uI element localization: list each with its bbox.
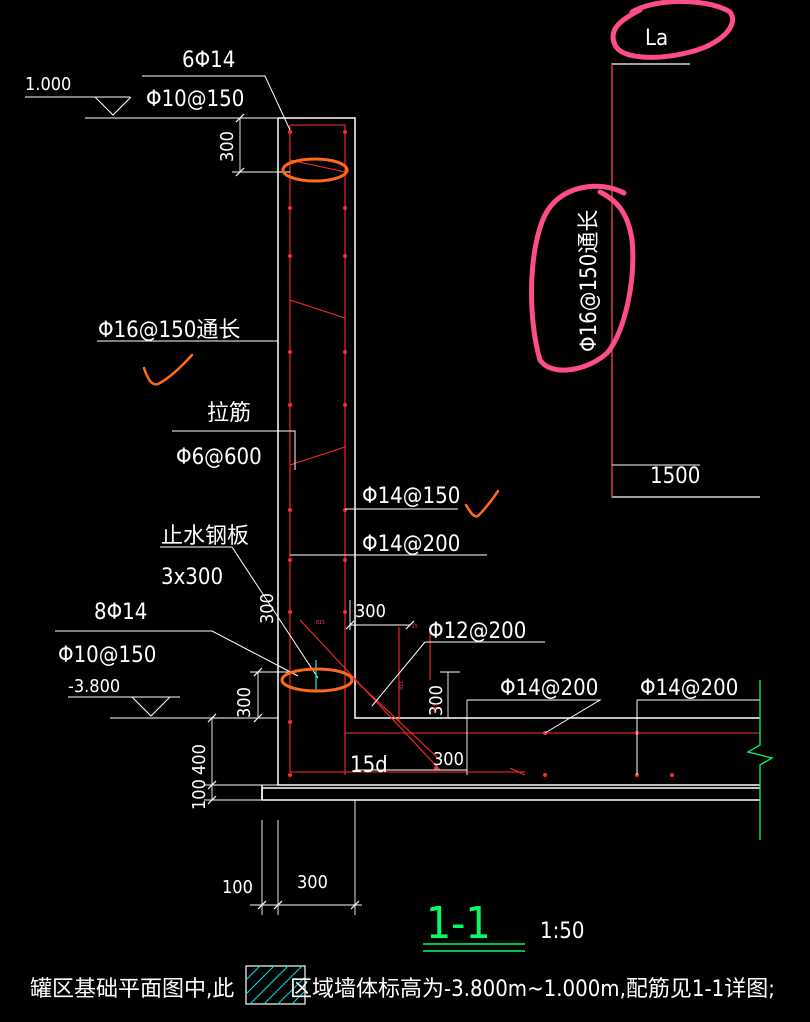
label-dim-300-haunch: 300 [355,601,386,622]
markup-ellipse-bottom [280,667,354,693]
label-la: La [645,26,668,51]
label-dim-300-wall: 300 [257,593,278,624]
markup-circle-vertical-bar [529,183,636,373]
anchorage-frame [611,63,760,498]
label-corner-bar: Φ12@200 [428,619,526,644]
label-vertical-bar: Φ16@150通长 [98,318,240,343]
note-right: 区域墙体标高为-3.800m~1.000m,配筋见1-1详图; [290,977,775,1002]
label-vertical-bar-right: Φ16@150通长 [577,210,602,352]
label-tiny-a: B15 [316,620,325,626]
label-inner-bar-1: Φ14@150 [362,484,460,509]
label-dim-300-left: 300 [234,687,255,718]
scale-label: 1:50 [540,919,584,944]
label-dim-100-bottom: 100 [222,877,253,898]
dimension-ticks [207,113,415,910]
label-bottom-stirrup: Φ10@150 [58,643,156,668]
hatch-legend [245,965,306,1005]
label-slab-bar-1: Φ14@200 [500,676,598,701]
note-left: 罐区基础平面图中,此 [30,977,234,1002]
label-dim-400: 400 [189,744,210,775]
label-waterstop-size: 3x300 [161,565,223,590]
text-labels: La 1.000 6Φ14 Φ10@150 Φ16@150通长 Φ16@150通… [25,26,775,1002]
label-tie-bar-title: 拉筋 [207,401,251,426]
label-dim-300-bottom: 300 [297,872,328,893]
label-1500: 1500 [650,464,700,489]
label-dim-300-right: 300 [426,685,447,716]
rebar-dots [288,130,674,777]
label-tiny-d: B15 [433,703,439,712]
label-inner-bar-2: Φ14@200 [362,532,460,557]
label-elev-bottom: -3.800 [68,676,120,697]
leaders [25,75,760,775]
label-waterstop-title: 止水钢板 [161,524,249,549]
section-underline [423,943,525,952]
check-mark-icon [142,353,194,386]
break-line-icon [746,680,774,840]
markup-annotations [142,0,735,693]
label-slab-bar-2: Φ14@200 [640,676,738,701]
label-anchor-15d: 15d [350,753,388,778]
label-tiny-c: B15 [399,681,405,690]
label-tiny-b: 15 [412,624,418,630]
label-tie-bar: Φ6@600 [176,445,262,470]
label-dim-300-slab: 300 [433,749,464,770]
label-dim-300-top: 300 [217,131,238,162]
label-dim-100-vert: 100 [189,779,210,810]
markup-circle-la [610,0,735,60]
dimension-lines [204,118,468,915]
label-elev-top: 1.000 [25,74,71,95]
label-top-stirrup: Φ10@150 [146,87,244,112]
section-mark: 1-1 [426,898,491,949]
markup-ellipse-top [281,157,349,183]
label-bottom-bars: 8Φ14 [94,600,147,625]
rebar [289,124,760,776]
label-top-bars: 6Φ14 [182,48,235,73]
check-mark-icon-small [464,489,500,518]
